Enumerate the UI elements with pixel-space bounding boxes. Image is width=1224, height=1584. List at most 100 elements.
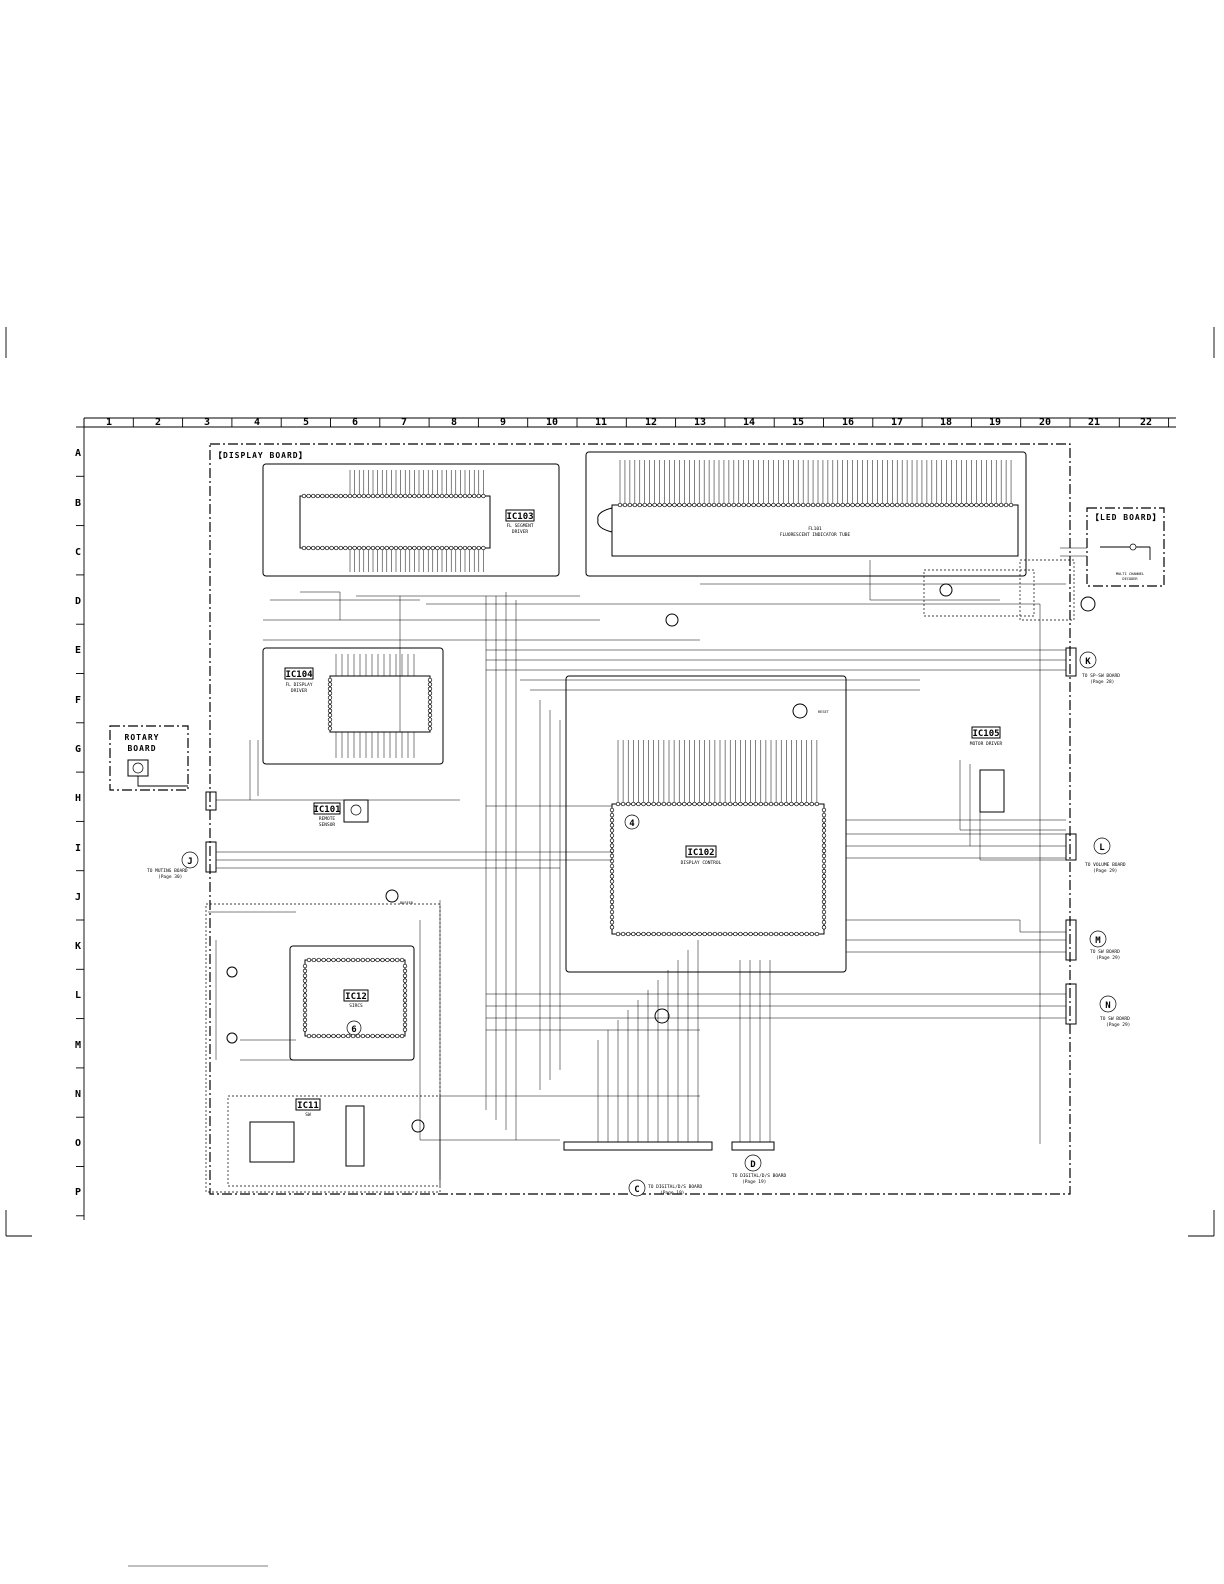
pin-pad — [969, 502, 974, 508]
pin-pad — [821, 863, 827, 869]
pin-pad — [453, 545, 458, 551]
row-label: G — [75, 744, 81, 755]
pin-pad — [609, 894, 615, 899]
pin-pad — [631, 931, 636, 937]
pin-pad — [327, 721, 333, 727]
pin-pad — [306, 545, 311, 551]
pin-pad — [840, 502, 845, 508]
pin-pad — [794, 801, 799, 807]
pin-pad — [609, 909, 615, 915]
fl101-desc: FLUORESCENT INDICATOR TUBE — [780, 532, 851, 538]
pin-pad — [706, 502, 712, 508]
ic11-block: IC11 SW — [227, 1095, 441, 1187]
connector-d-note: TO DIGITAL/D/S BOARD — [732, 1173, 786, 1179]
pin-pad — [327, 691, 333, 696]
rotary-title-1: ROTARY — [125, 733, 160, 742]
col-label: 14 — [743, 417, 755, 428]
pin-pad — [763, 801, 769, 807]
pin-pad — [821, 884, 827, 889]
pin-pad — [402, 988, 408, 993]
wire — [300, 591, 341, 620]
pin-pad — [756, 502, 761, 508]
pin-pad — [646, 801, 651, 807]
pin-pad — [885, 502, 890, 508]
pin-pad — [615, 931, 621, 937]
pin-pad — [641, 931, 646, 937]
pin-pad — [717, 801, 723, 807]
connector-m-page: (Page 29) — [1096, 955, 1120, 961]
connector-j-note: TO MUTING BOARD — [147, 868, 188, 874]
pin-pad — [402, 1012, 408, 1018]
pin-pad — [661, 931, 667, 937]
pin-pad — [427, 704, 433, 709]
pin-pad — [609, 904, 615, 910]
pin-pad — [327, 717, 333, 722]
connector-l-letter: L — [1099, 843, 1105, 853]
pin-pad — [758, 801, 763, 807]
pin-pad — [697, 931, 702, 937]
pin-pad — [753, 801, 758, 807]
connector-n-page: (Page 29) — [1106, 1022, 1130, 1028]
col-label: 9 — [500, 417, 506, 428]
pin-pad — [352, 545, 357, 551]
ic105-block: IC105 MOTOR DRIVER — [970, 726, 1005, 813]
pin-pad — [435, 493, 440, 499]
connectors-right: K TO SP-SW BOARD (Page 28) L TO VOLUME B… — [1065, 647, 1130, 1028]
rotary-title-2: BOARD — [127, 744, 156, 753]
pin-pad — [430, 493, 435, 499]
pin-pad — [671, 801, 677, 807]
ic101-desc: SENSOR — [319, 822, 336, 828]
row-label: K — [75, 941, 81, 952]
pin-pad — [821, 853, 827, 859]
wire — [959, 760, 1066, 831]
buffer-label: BUFFER — [400, 901, 414, 905]
pin-pad — [407, 545, 412, 551]
pin-pad — [1008, 502, 1014, 508]
pin-pad — [380, 957, 385, 963]
pin-pad — [609, 833, 615, 838]
fl101-tube: FL101 FLUORESCENT INDICATOR TUBE — [585, 451, 1027, 577]
pin-pad — [302, 963, 308, 969]
pin-pad — [741, 502, 746, 508]
pin-pad — [746, 502, 751, 508]
fl101-label: FL101 — [808, 526, 822, 532]
pin-pad — [959, 502, 964, 508]
ic103-desc: FL SEGMENT — [506, 523, 533, 529]
pin-pad — [421, 545, 426, 551]
pin-pad — [728, 801, 733, 807]
pin-pad — [791, 502, 796, 508]
pin-pad — [402, 1017, 408, 1023]
ic105-desc: MOTOR DRIVER — [970, 741, 1003, 747]
pin-pad — [427, 677, 433, 683]
pin-pad — [682, 931, 687, 937]
pin-pad — [609, 828, 615, 833]
pin-pad — [365, 957, 370, 963]
pin-pad — [799, 931, 804, 937]
pin-pad — [375, 957, 380, 963]
row-label: B — [75, 498, 81, 509]
pin-pad — [395, 957, 400, 963]
pin-pad — [617, 502, 623, 508]
pin-pad — [661, 801, 667, 807]
pin-pad — [352, 493, 357, 499]
pin-pad — [327, 686, 333, 691]
pin-pad — [375, 493, 380, 499]
pin-pad — [712, 931, 718, 937]
pin-pad — [821, 894, 827, 899]
pin-pad — [687, 502, 692, 508]
pin-pad — [814, 801, 820, 807]
pin-pad — [315, 493, 320, 499]
pin-pad — [702, 801, 707, 807]
pin-pad — [444, 493, 449, 499]
pin-pad — [427, 713, 433, 718]
pin-pad — [821, 823, 827, 828]
pin-pad — [416, 493, 422, 499]
connector-n-note: TO SW BOARD — [1100, 1016, 1130, 1022]
pin-pad — [334, 545, 339, 551]
pin-pad — [647, 502, 652, 508]
pin-pad — [361, 493, 366, 499]
pin-pad — [677, 801, 682, 807]
pin-pad — [311, 1033, 317, 1039]
pin-pad — [904, 502, 910, 508]
pin-pad — [609, 858, 615, 864]
